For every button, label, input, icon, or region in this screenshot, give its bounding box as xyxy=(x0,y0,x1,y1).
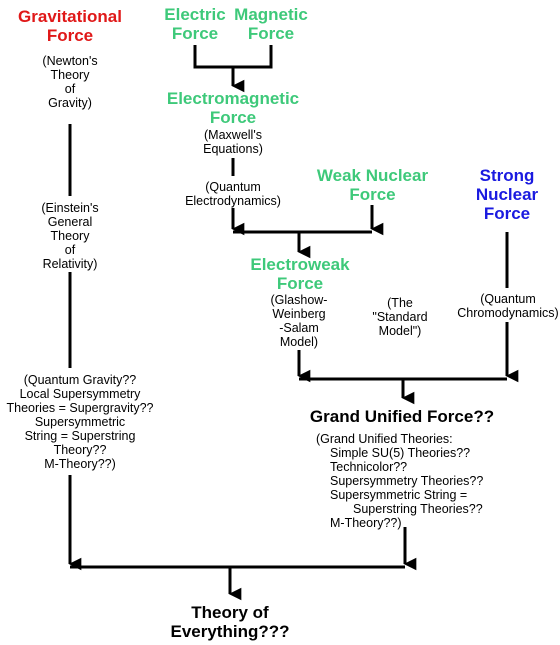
note-line: (Newton's xyxy=(42,54,98,68)
node-label-line: Theory of xyxy=(191,603,269,622)
note-line: (Glashow- xyxy=(270,293,328,307)
note-line: M-Theory??) xyxy=(44,457,116,471)
note-line: (The xyxy=(387,296,413,310)
qed-note: (Quantum Electrodynamics) xyxy=(183,180,283,208)
note-line: of xyxy=(64,82,76,96)
note-line: Model") xyxy=(378,324,422,338)
electric-line xyxy=(193,45,273,69)
note-line: Simple SU(5) Theories?? xyxy=(330,446,471,460)
note-line: (Quantum Gravity?? xyxy=(23,373,137,387)
note-line: of xyxy=(64,243,76,257)
node-label-line: Force xyxy=(349,185,396,204)
note-line: (Einstein's xyxy=(41,201,99,215)
note-line: (Quantum xyxy=(205,180,261,194)
weak-nuclear-force-node: Weak Nuclear Force xyxy=(305,166,440,204)
note-line: (Grand Unified Theories: xyxy=(316,432,453,446)
note-line: Technicolor?? xyxy=(330,460,408,474)
node-label-line: Force xyxy=(209,108,257,127)
note-line: Model) xyxy=(279,335,319,349)
strong-nuclear-force-node: Strong Nuclear Force xyxy=(460,166,554,223)
maxwell-note: (Maxwell's Equations) xyxy=(193,128,273,156)
electromagnetic-force-node: Electromagnetic Force xyxy=(153,89,313,127)
node-label-line: Force xyxy=(171,24,219,43)
note-line: Supersymmetric String = xyxy=(330,488,468,502)
note-line: -Salam xyxy=(279,321,319,335)
note-line: Relativity) xyxy=(42,257,98,271)
newton-note: (Newton's Theory of Gravity) xyxy=(20,54,120,110)
note-line: Supersymmetry Theories?? xyxy=(330,474,484,488)
node-label-line: Force xyxy=(247,24,295,43)
node-label-line: Strong xyxy=(479,166,535,185)
note-line: (Maxwell's xyxy=(204,128,262,142)
gut-note: (Grand Unified Theories: Simple SU(5) Th… xyxy=(316,432,546,530)
node-label-line: Force xyxy=(276,274,324,293)
node-label-line: Force xyxy=(483,204,531,223)
note-line: Gravity) xyxy=(48,96,92,110)
note-line: Theories = Supergravity?? xyxy=(6,401,154,415)
node-label-line: Electric xyxy=(164,5,226,24)
node-label-line: Weak Nuclear xyxy=(316,166,429,185)
note-line: M-Theory??) xyxy=(330,516,402,530)
node-label-line: Gravitational xyxy=(18,7,122,26)
note-line: "Standard xyxy=(372,310,428,324)
gravitational-force-node: Gravitational Force xyxy=(5,7,135,45)
note-line: Local Supersymmetry xyxy=(19,387,141,401)
node-label-line: Electromagnetic xyxy=(166,89,300,108)
electroweak-force-node: Electroweak Force xyxy=(232,255,368,293)
electric-force-node: Electric Force xyxy=(150,5,240,43)
note-line: Equations) xyxy=(203,142,263,156)
note-line: Superstring Theories?? xyxy=(353,502,483,516)
note-line: Electrodynamics) xyxy=(185,194,281,208)
note-line: Theory xyxy=(50,68,90,82)
node-label-line: Force xyxy=(46,26,94,45)
standard-model-note: (The "Standard Model") xyxy=(360,296,440,338)
node-label-line: Magnetic xyxy=(234,5,308,24)
note-line: Chromodynamics) xyxy=(457,306,559,320)
node-label-line: Everything??? xyxy=(170,622,290,641)
node-label-line: Nuclear xyxy=(475,185,539,204)
grand-unified-force-node: Grand Unified Force?? xyxy=(295,407,509,426)
node-label-line: Grand Unified Force?? xyxy=(309,407,495,426)
glashow-note: (Glashow- Weinberg -Salam Model) xyxy=(264,293,334,349)
node-label-line: Electroweak xyxy=(250,255,350,274)
note-line: Supersymmetric xyxy=(34,415,126,429)
quantum-gravity-note: (Quantum Gravity?? Local Supersymmetry T… xyxy=(0,373,160,471)
note-line: Theory?? xyxy=(53,443,107,457)
note-line: Theory xyxy=(50,229,90,243)
einstein-note: (Einstein's General Theory of Relativity… xyxy=(20,201,120,271)
note-line: Weinberg xyxy=(272,307,326,321)
note-line: (Quantum xyxy=(480,292,536,306)
theory-of-everything-node: Theory of Everything??? xyxy=(160,603,300,641)
magnetic-force-node: Magnetic Force xyxy=(226,5,316,43)
note-line: General xyxy=(47,215,93,229)
qcd-note: (Quantum Chromodynamics) xyxy=(456,292,560,320)
note-line: String = Superstring xyxy=(24,429,136,443)
